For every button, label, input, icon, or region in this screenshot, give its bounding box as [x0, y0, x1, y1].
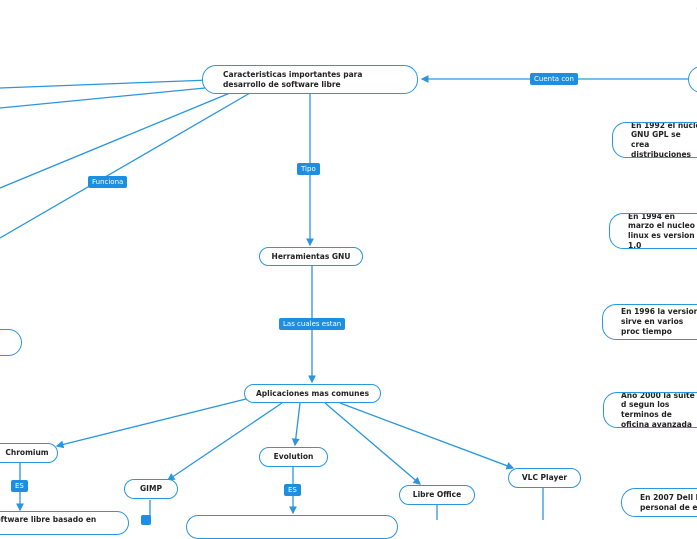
node-2000-text: Año 2000 la suite d segun los terminos d…	[621, 392, 695, 428]
node-gimp-text: GIMP	[140, 484, 162, 494]
node-1996[interactable]: En 1996 la version sirve en varios proc …	[602, 304, 697, 340]
node-gnu[interactable]: Herramientas GNU	[259, 247, 363, 266]
label-funciona: Funciona	[88, 176, 128, 188]
node-apps[interactable]: Aplicaciones mas comunes	[244, 384, 381, 403]
node-evolution-desc[interactable]	[186, 515, 398, 539]
node-chromium-text: Chromium	[5, 448, 49, 458]
node-2007[interactable]: En 2007 Dell l personal de es	[621, 488, 697, 517]
node-chromium[interactable]: Chromium	[0, 443, 58, 463]
label-gimp-es	[141, 515, 151, 525]
node-2007-text: En 2007 Dell l personal de es	[640, 492, 697, 512]
node-main-text: Caracteristicas importantes para desarro…	[223, 69, 363, 89]
node-1994-text: En 1994 en marzo el nucleo linux es vers…	[628, 213, 695, 249]
node-1994[interactable]: En 1994 en marzo el nucleo linux es vers…	[609, 213, 697, 249]
label-las-cuales: Las cuales estan	[279, 318, 346, 330]
node-libre-office-text: Libre Office	[412, 490, 462, 500]
label-tipo: Tipo	[297, 163, 320, 175]
node-left-edge[interactable]	[0, 329, 22, 356]
node-libre-office[interactable]: Libre Office	[399, 485, 475, 505]
node-vlc[interactable]: VLC Player	[508, 468, 581, 488]
label-cuenta-con: Cuenta con	[530, 73, 578, 85]
label-evolution-es: ES	[284, 484, 301, 496]
node-gimp[interactable]: GIMP	[124, 479, 178, 499]
node-2000[interactable]: Año 2000 la suite d segun los terminos d…	[603, 392, 697, 428]
label-chromium-es: ES	[11, 480, 28, 492]
node-1992-text: En 1992 el nucle GNU GPL se crea distrib…	[631, 122, 697, 158]
node-1996-text: En 1996 la version sirve en varios proc …	[621, 307, 697, 336]
node-gnu-text: Herramientas GNU	[271, 251, 351, 261]
node-apps-text: Aplicaciones mas comunes	[255, 388, 370, 398]
node-main[interactable]: Caracteristicas importantes para desarro…	[202, 65, 418, 94]
node-vlc-text: VLC Player	[521, 473, 568, 483]
node-evolution-text: Evolution	[273, 452, 314, 462]
node-1992[interactable]: En 1992 el nucle GNU GPL se crea distrib…	[612, 122, 697, 158]
node-evolution[interactable]: Evolution	[259, 447, 328, 467]
node-chromium-desc[interactable]: software libre basado en	[0, 511, 129, 535]
